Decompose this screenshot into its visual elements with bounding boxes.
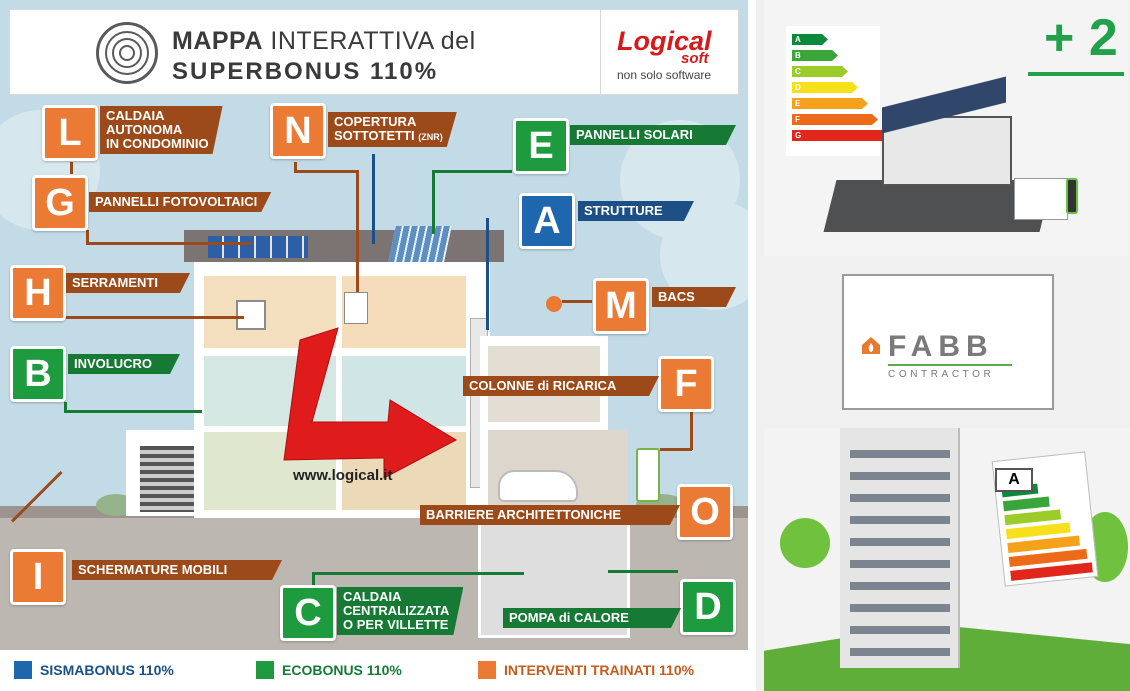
connector-line (312, 572, 315, 586)
legend: SISMABONUS 110% ECOBONUS 110% INTERVENTI… (0, 650, 748, 691)
badge-f[interactable]: F (658, 356, 714, 412)
connector-line (562, 300, 592, 303)
energy-building-image (764, 428, 1130, 691)
connector-line (294, 170, 358, 173)
page-title: MAPPA INTERATTIVA del (172, 27, 476, 55)
legend-trainati: INTERVENTI TRAINATI 110% (504, 662, 695, 678)
connector-line (660, 448, 692, 451)
fabb-wordmark: FABB (888, 330, 994, 363)
badge-i[interactable]: I (10, 549, 66, 605)
badge-g[interactable]: G (32, 175, 88, 231)
badge-d[interactable]: D (680, 579, 736, 635)
badge-h[interactable]: H (10, 265, 66, 321)
fabb-contractor-logo[interactable]: FABB CONTRACTOR (842, 274, 1054, 410)
label-bacs[interactable]: BACS (652, 287, 736, 307)
energy-house-image: A B C D E F G + 2 (764, 0, 1129, 256)
badge-c[interactable]: C (280, 585, 336, 641)
fabb-divider (888, 364, 1012, 366)
label-schermature-mobili[interactable]: SCHERMATURE MOBILI (72, 560, 282, 580)
car-icon (498, 470, 578, 502)
connector-line (432, 170, 512, 173)
ev-charger-icon (1066, 178, 1078, 214)
house-flame-icon (862, 337, 880, 354)
legend-swatch-ecobonus (256, 661, 274, 679)
connector-line (486, 218, 489, 330)
energy-bar-a: A (792, 34, 828, 45)
badge-b[interactable]: B (10, 346, 66, 402)
garage-door (1014, 178, 1068, 220)
tag-bar (1002, 496, 1050, 512)
label-pompa-calore[interactable]: POMPA di CALORE (503, 608, 681, 628)
logo-sub: soft (681, 50, 709, 67)
badge-a[interactable]: A (519, 193, 575, 249)
increment-text: + 2 (1044, 9, 1118, 67)
website-url[interactable]: www.logical.it (293, 467, 393, 484)
label-serramenti[interactable]: SERRAMENTI (66, 273, 190, 293)
energy-bar-b: B (792, 50, 838, 61)
red-arrow-graphic (283, 327, 458, 479)
tree-icon (780, 518, 830, 568)
connector-line (356, 170, 359, 292)
legend-ecobonus: ECOBONUS 110% (282, 662, 402, 678)
connector-line (432, 170, 435, 234)
photovoltaic-panels (208, 236, 308, 258)
label-pannelli-fotovoltaici[interactable]: PANNELLI FOTOVOLTAICI (89, 192, 271, 212)
logo-tagline: non solo software (617, 68, 712, 82)
label-strutture[interactable]: STRUTTURE (578, 201, 694, 221)
legend-swatch-sismabonus (14, 661, 32, 679)
badge-o[interactable]: O (677, 484, 733, 540)
energy-bar-d: D (792, 82, 858, 93)
increment-underline (1028, 72, 1124, 76)
energy-bar-c: C (792, 66, 848, 77)
roller-shutter (140, 446, 202, 512)
fabb-subtitle: CONTRACTOR (888, 369, 995, 380)
label-barriere-architettoniche[interactable]: BARRIERE ARCHITETTONICHE (420, 505, 680, 525)
superbonus-infographic: MAPPA INTERATTIVA del SUPERBONUS 110% Lo… (0, 0, 748, 691)
charging-station-icon (636, 448, 660, 502)
badge-e[interactable]: E (513, 118, 569, 174)
legend-sismabonus: SISMABONUS 110% (40, 662, 174, 678)
energy-class-label: A (995, 468, 1033, 492)
label-involucro[interactable]: INVOLUCRO (68, 354, 180, 374)
connector-line (294, 162, 297, 172)
logicalsoft-logo[interactable]: Logical soft non solo software (600, 10, 740, 96)
label-pannelli-solari[interactable]: PANNELLI SOLARI (570, 125, 736, 145)
badge-m[interactable]: M (593, 278, 649, 334)
badge-l[interactable]: L (42, 105, 98, 161)
energy-bar-g: G (792, 130, 888, 141)
connector-line (64, 316, 244, 319)
connector-line (86, 242, 252, 245)
connector-line (64, 410, 202, 413)
fingerprint-icon (96, 22, 158, 84)
connector-line (64, 402, 67, 412)
connector-line (70, 162, 73, 174)
connector-line (372, 154, 375, 244)
logo-text: Logical (617, 26, 712, 56)
building-windows (850, 436, 950, 656)
energy-bar-e: E (792, 98, 868, 109)
antenna-icon (546, 296, 562, 312)
connector-line (86, 230, 89, 242)
apartment-building (840, 428, 960, 668)
infographic-header: MAPPA INTERATTIVA del SUPERBONUS 110% Lo… (9, 9, 740, 96)
window-icon (236, 300, 266, 330)
connector-line (690, 410, 693, 450)
legend-swatch-trainati (478, 661, 496, 679)
page-title-line2: SUPERBONUS 110% (172, 58, 439, 85)
boiler-icon (344, 292, 368, 324)
tag-bar (1004, 509, 1062, 526)
connector-line (608, 570, 678, 573)
connector-line (312, 572, 524, 575)
label-colonne-ricarica[interactable]: COLONNE di RICARICA (463, 376, 659, 396)
badge-n[interactable]: N (270, 103, 326, 159)
right-image-column: A B C D E F G + 2 FABB CONTRACTOR (756, 0, 1130, 691)
energy-bar-f: F (792, 114, 878, 125)
